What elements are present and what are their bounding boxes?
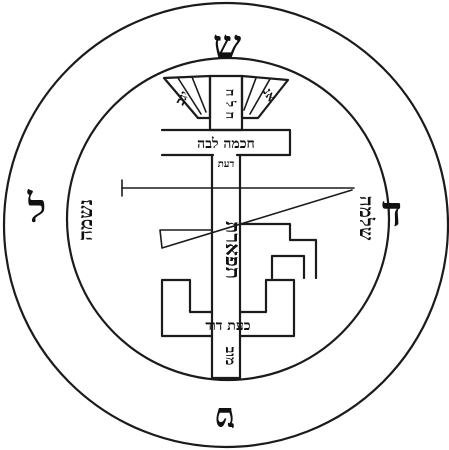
crossbar-top-text: חכמה לבה [197,136,255,152]
base-text: מוב [222,347,238,366]
crossbar-small-text: דעת [218,159,235,170]
lower-left-frame [162,280,212,312]
diagonal-line [160,190,352,248]
right-side-text: שלמה [355,196,377,241]
letter-top: ש [213,21,242,68]
lower-right-frame [240,280,294,312]
upper-bar-text: ח ל ח [222,89,237,120]
lower-bar-text: כעת דוד [205,318,250,334]
left-side-text: נשמה [75,199,97,241]
letter-right: ד [382,187,402,236]
wedge-right-text: אנ [259,86,278,105]
letter-left: ל [27,185,47,232]
letter-bottom: ט [215,399,236,439]
right-inner-box [272,256,304,278]
